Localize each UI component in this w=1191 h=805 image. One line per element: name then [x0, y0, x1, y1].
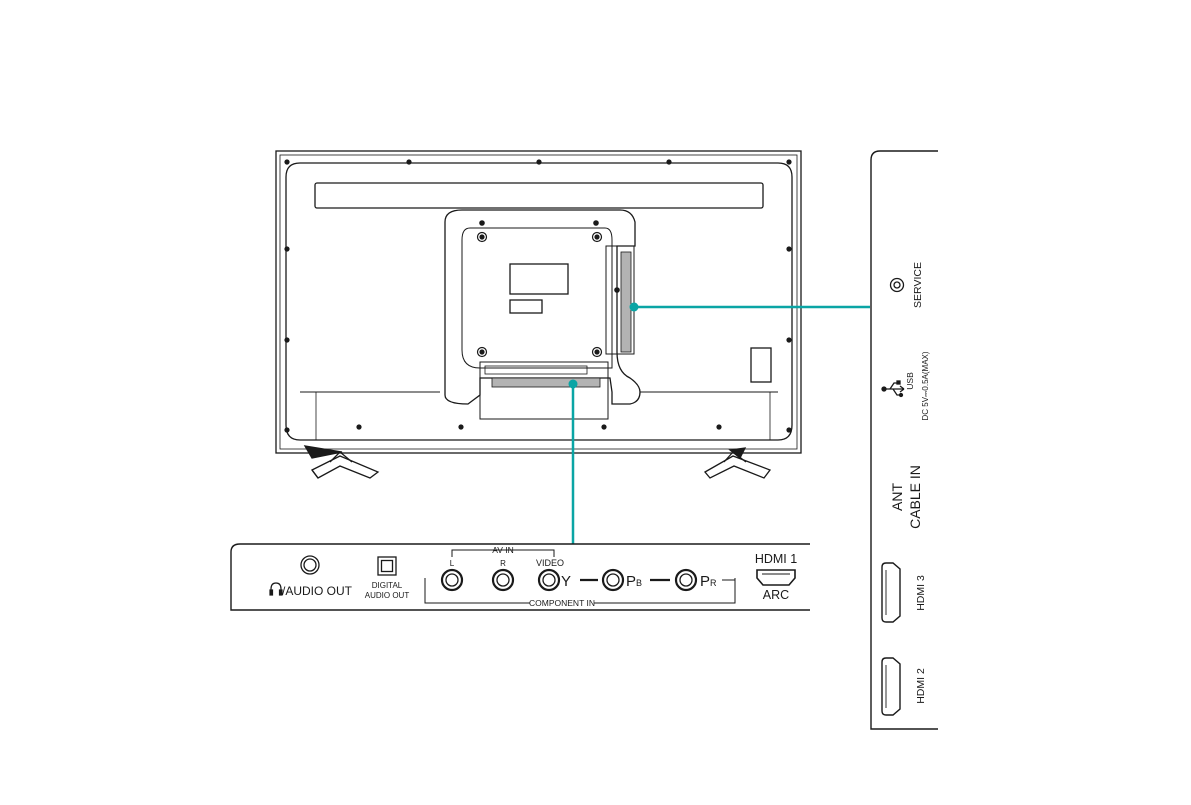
- callout-dot-bottom: [569, 380, 578, 389]
- av-l-label: L: [450, 559, 455, 568]
- component-y-label: Y: [561, 573, 571, 590]
- hdmi-port-icon[interactable]: [757, 570, 795, 585]
- tv-barcode-label: [510, 300, 542, 313]
- headphone-icon: [270, 583, 282, 595]
- hdmi2-port[interactable]: [882, 658, 900, 715]
- rca-jack-pr[interactable]: [676, 570, 696, 590]
- usb-rating-label: DC 5V⎓0.5A(MAX): [921, 351, 930, 420]
- digital-audio-out-label-1: DIGITAL: [372, 581, 403, 590]
- ant-label: ANT: [889, 483, 905, 511]
- side-terminal-strip: [621, 252, 631, 352]
- cable-in-label: CABLE IN: [907, 465, 923, 529]
- hdmi3-label: HDMI 3: [915, 575, 927, 611]
- audio-out-label: /AUDIO OUT: [282, 584, 353, 598]
- rca-jack-video-y[interactable]: [539, 570, 559, 590]
- callout-dot-side: [630, 303, 639, 312]
- bottom-terminal-bay: [480, 362, 608, 419]
- usb-icon: [882, 381, 904, 397]
- tv-inner-frame: [280, 155, 797, 449]
- tv-top-vent: [315, 183, 763, 208]
- tv-outer-frame: [276, 151, 801, 453]
- rca-jack-l[interactable]: [442, 570, 462, 590]
- callout-lines: [569, 303, 871, 545]
- bottom-connector-panel: [231, 544, 810, 610]
- tv-rating-label: [510, 264, 568, 294]
- hdmi1-label: HDMI 1: [755, 552, 797, 566]
- side-connector-panel: [871, 151, 938, 729]
- av-r-label: R: [500, 559, 506, 568]
- bottom-terminal-strip: [492, 378, 600, 387]
- rca-jack-pb[interactable]: [603, 570, 623, 590]
- component-in-label: COMPONENT IN: [529, 598, 595, 608]
- service-label: SERVICE: [912, 262, 924, 308]
- component-pr-label: PR: [700, 573, 717, 590]
- av-video-label: VIDEO: [536, 558, 564, 568]
- arc-label: ARC: [763, 588, 789, 602]
- rca-jack-r[interactable]: [493, 570, 513, 590]
- tv-screws: [285, 160, 791, 432]
- component-pb-label: PB: [626, 573, 642, 590]
- headphone-jack[interactable]: [301, 556, 319, 574]
- tv-back-view: [276, 151, 801, 478]
- usb-label: USB: [905, 372, 915, 390]
- tv-stand-left: [305, 446, 378, 478]
- av-in-label: AV IN: [492, 545, 514, 555]
- service-port[interactable]: [891, 279, 904, 292]
- hdmi2-label: HDMI 2: [915, 668, 927, 704]
- tv-back-cover: [286, 163, 792, 440]
- digital-audio-out-label-2: AUDIO OUT: [365, 591, 410, 600]
- hdmi3-port[interactable]: [882, 563, 900, 622]
- tv-small-label: [751, 348, 771, 382]
- optical-port-icon[interactable]: [378, 557, 396, 575]
